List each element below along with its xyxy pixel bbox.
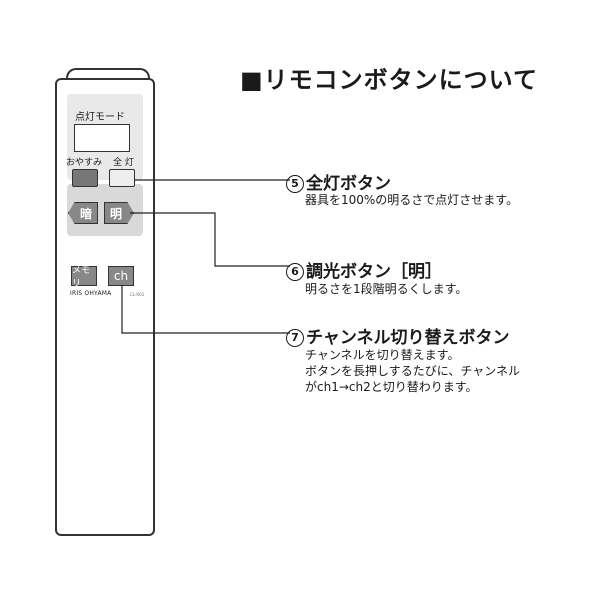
page-title: ■リモコンボタンについて bbox=[240, 66, 538, 94]
full-light-label: 全 灯 bbox=[113, 158, 134, 168]
channel-label: ch bbox=[113, 269, 129, 283]
channel-button[interactable]: ch bbox=[108, 266, 134, 286]
circle-number-5: 5 bbox=[286, 175, 304, 193]
memory-label: メモリ bbox=[72, 266, 91, 289]
circle-number-7: 7 bbox=[286, 329, 304, 347]
memory-button[interactable]: メモリ bbox=[71, 266, 97, 289]
brand-logo: IRIS OHYAMA bbox=[70, 290, 112, 297]
callout-5-desc: 器具を100%の明るさで点灯させます。 bbox=[305, 193, 519, 207]
sleep-label: おやすみ bbox=[66, 158, 103, 168]
light-mode-label: 点灯モード bbox=[75, 112, 125, 123]
full-light-button[interactable] bbox=[109, 169, 135, 187]
callout-7-title-text: チャンネル切り替えボタン bbox=[306, 328, 510, 348]
sleep-button[interactable] bbox=[72, 169, 98, 187]
callout-5-title-text: 全灯ボタン bbox=[306, 174, 391, 194]
bright-label: 明 bbox=[109, 206, 122, 221]
lcd-display bbox=[74, 124, 130, 152]
model-number: CL-R01 bbox=[130, 292, 145, 297]
callout-7-desc-line-3: がch1→ch2と切り替わります。 bbox=[305, 380, 478, 394]
callout-6-title-text: 調光ボタン［明］ bbox=[306, 262, 442, 282]
callout-6-desc: 明るさを1段階明るくします。 bbox=[305, 282, 468, 296]
callout-7-desc-line-2: ボタンを長押しするたびに、チャンネル bbox=[305, 364, 521, 378]
callout-7-desc-line-1: チャンネルを切り替えます。 bbox=[305, 348, 460, 362]
bright-button[interactable]: 明 bbox=[104, 202, 134, 224]
dim-label: 暗 bbox=[79, 206, 92, 221]
dim-button[interactable]: 暗 bbox=[68, 202, 98, 224]
circle-number-6: 6 bbox=[286, 263, 304, 281]
